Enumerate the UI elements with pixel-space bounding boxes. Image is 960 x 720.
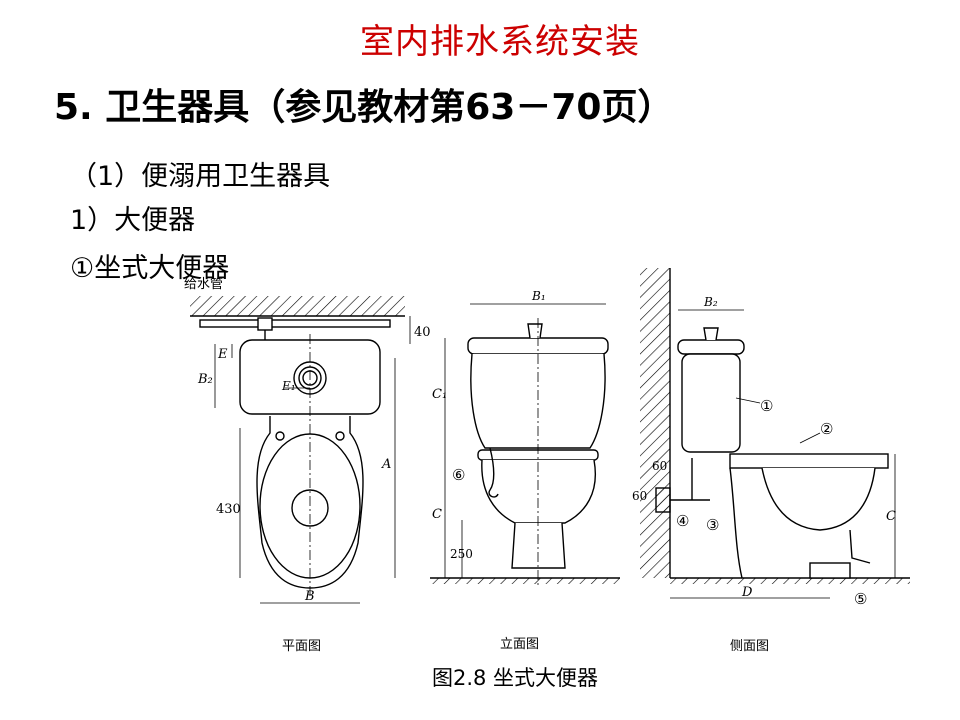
elev-view-label: 立面图: [500, 637, 539, 652]
plan-dim-b: B: [304, 589, 315, 604]
elev-dim-250: 250: [450, 547, 473, 561]
side-callout-3: ③: [706, 516, 719, 534]
plan-dim-b2: B₂: [197, 372, 213, 387]
plan-dim-430: 430: [216, 502, 241, 517]
elev-dim-b1: B₁: [531, 289, 546, 303]
subitem-heading: ①坐式大便器: [70, 253, 230, 284]
side-view-label: 侧面图: [730, 639, 769, 654]
section-heading: 5. 卫生器具（参见教材第63－70页）: [54, 87, 674, 128]
side-callout-2: ②: [820, 420, 833, 438]
elevation-view: [430, 303, 620, 588]
side-dim-60a: 60: [652, 459, 667, 473]
side-callout-5: ⑤: [854, 590, 867, 608]
plan-dim-e1: E₁: [281, 379, 296, 393]
side-dim-60b: 60: [632, 489, 647, 503]
toilet-drawing: 给水管 40 E B₂ E₁ 430 A B 平面图 B₁ C₁ C 250 ⑥…: [184, 268, 910, 654]
side-dim-c: C: [886, 509, 896, 524]
slide-title: 室内排水系统安装: [360, 22, 640, 62]
item-heading: 1）大便器: [70, 205, 196, 236]
elev-dim-c1: C₁: [432, 387, 447, 402]
side-view: [640, 268, 910, 599]
pipe-label: 给水管: [184, 277, 223, 292]
elev-dim-c: C: [432, 507, 442, 522]
side-dim-b2: B₂: [703, 295, 718, 309]
side-dim-d: D: [741, 585, 753, 600]
side-callout-1: ①: [760, 397, 773, 415]
side-callout-4: ④: [676, 512, 689, 530]
plan-view-label: 平面图: [282, 639, 321, 654]
figure-caption: 图2.8 坐式大便器: [431, 666, 599, 690]
subsection-heading: （1）便溺用卫生器具: [70, 161, 331, 192]
plan-dim-a: A: [381, 457, 391, 472]
elev-callout-6: ⑥: [452, 466, 465, 484]
plan-view: [190, 296, 411, 604]
plan-dim-e: E: [217, 347, 228, 362]
plan-dim-40: 40: [414, 325, 431, 340]
